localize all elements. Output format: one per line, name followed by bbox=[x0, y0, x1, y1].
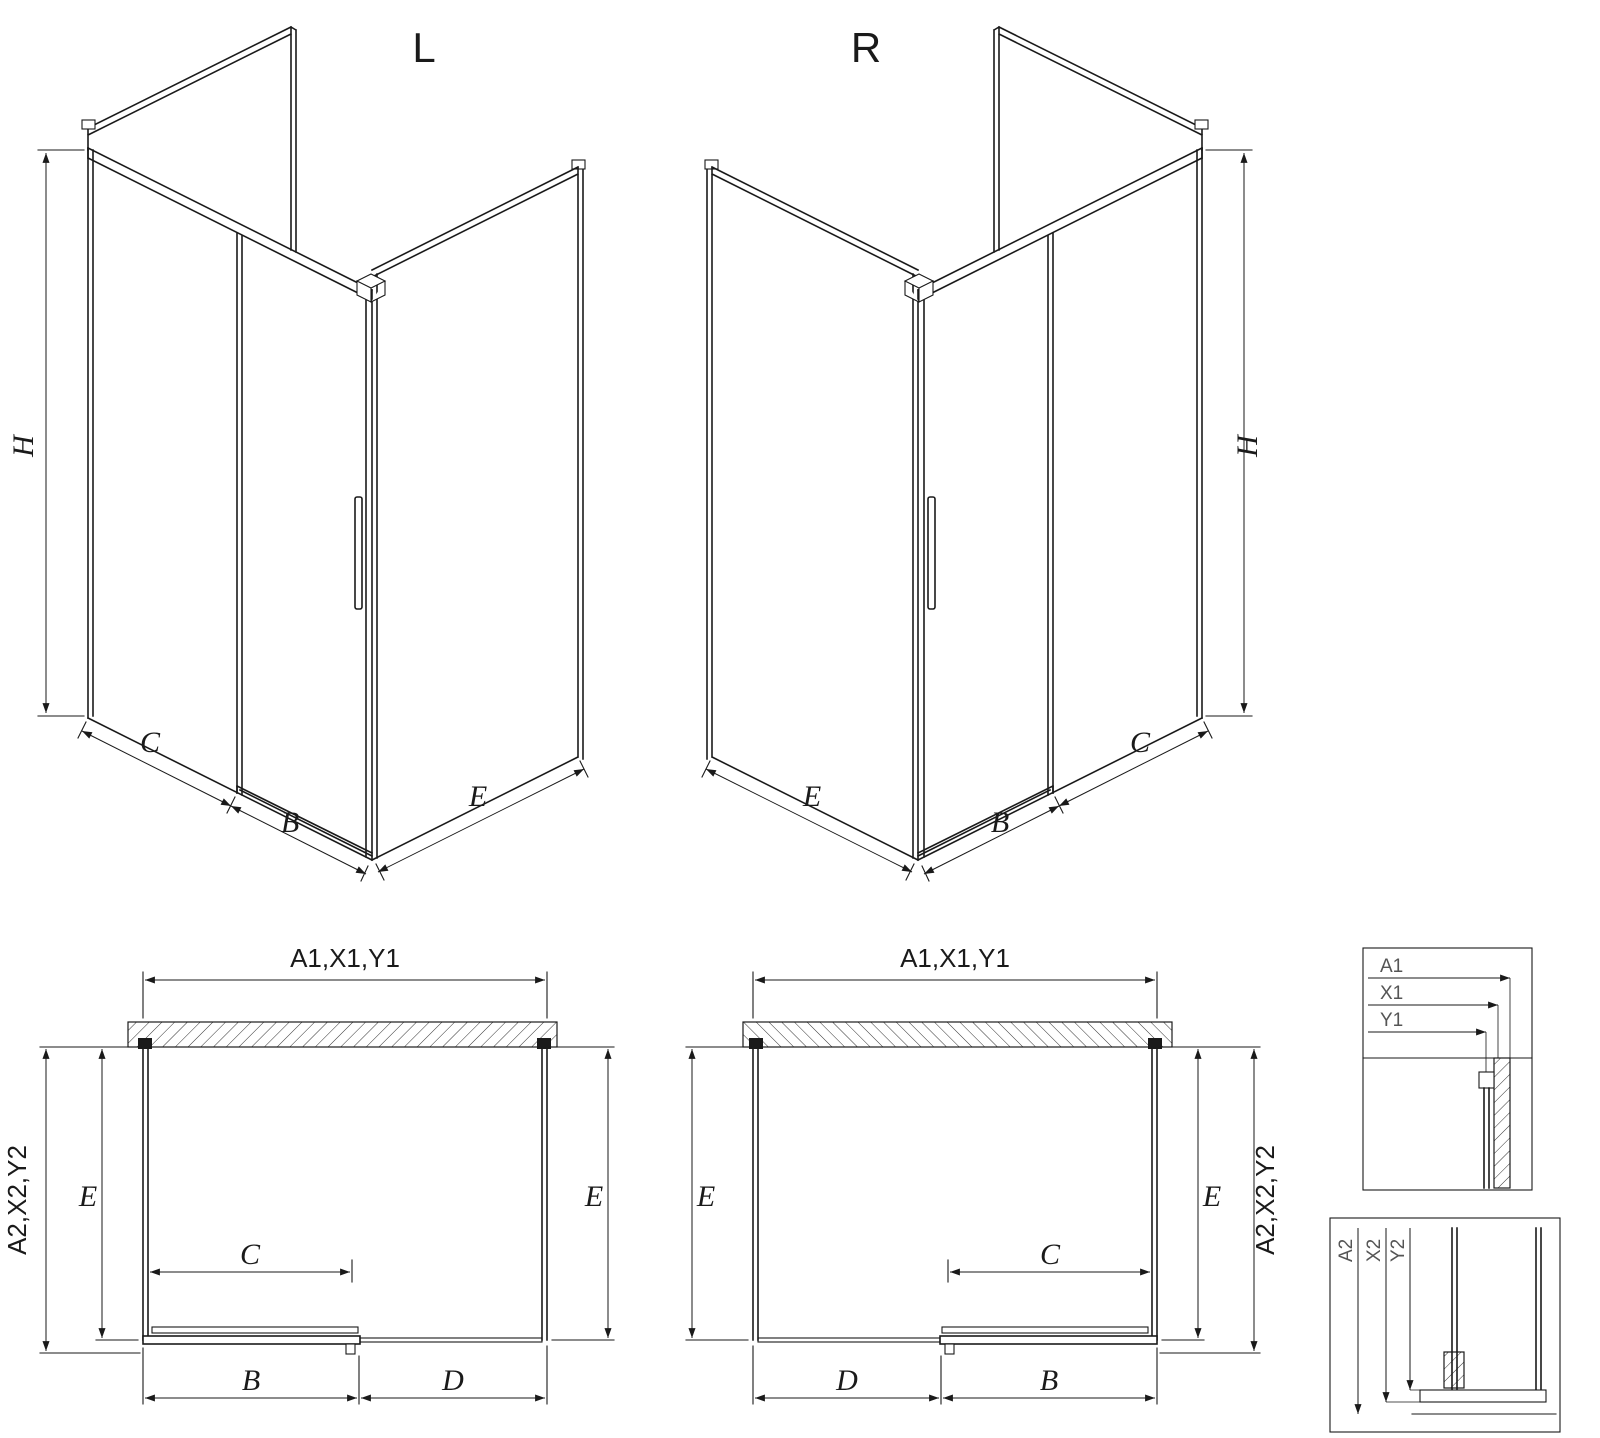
dim-label-e-inner: E bbox=[78, 1180, 97, 1213]
corner-bracket bbox=[355, 273, 387, 303]
extension-lines-h bbox=[37, 149, 85, 717]
dim-label-e-outer: E bbox=[1202, 1180, 1221, 1213]
detail-label-x2: X2 bbox=[1364, 1239, 1385, 1262]
dim-label-h: H bbox=[1231, 433, 1264, 458]
dim-label-a2x2y2: A2,X2,Y2 bbox=[1250, 1145, 1280, 1255]
dimension-line-b bbox=[230, 805, 367, 875]
detail-label-a1: A1 bbox=[1380, 956, 1403, 977]
detail-frame bbox=[1362, 947, 1533, 1191]
fixed-panel-edge bbox=[87, 147, 94, 719]
dim-label-a1x1y1: A1,X1,Y1 bbox=[290, 943, 400, 973]
dim-label-a1x1y1: A1,X1,Y1 bbox=[900, 943, 1010, 973]
detail-reference-lines bbox=[1485, 978, 1511, 1072]
detail-view-bottom: A2 X2 Y2 bbox=[1329, 1217, 1561, 1433]
wall-hatched-section bbox=[127, 1021, 558, 1048]
wall-profile bbox=[537, 1038, 551, 1049]
iso-view-left-labels: L H C B E bbox=[7, 24, 487, 839]
detail-view-top: A1 X1 Y1 bbox=[1362, 947, 1533, 1191]
dim-label-c: C bbox=[1130, 726, 1151, 759]
extension-lines-bd bbox=[142, 1345, 548, 1405]
side-glass-panels-plan bbox=[142, 1046, 548, 1341]
dim-label-c: C bbox=[1040, 1238, 1061, 1271]
detail-label-y2: Y2 bbox=[1388, 1239, 1409, 1262]
wall-profile-cap bbox=[81, 119, 96, 130]
plan-view-right: A1,X1,Y1 A2,X2,Y2 E E C D B bbox=[686, 943, 1280, 1404]
dimension-line-e bbox=[377, 768, 585, 873]
detail-frame bbox=[1329, 1217, 1561, 1433]
detail-glass-panel bbox=[1483, 1087, 1490, 1189]
detail-wall-profile bbox=[1478, 1071, 1495, 1089]
dim-label-e-inner: E bbox=[696, 1180, 715, 1213]
iso-view-right: R H C B E bbox=[702, 24, 1264, 881]
dim-label-b: B bbox=[1040, 1364, 1058, 1397]
wall-profile bbox=[138, 1038, 152, 1049]
extension-lines-e-outer bbox=[551, 1046, 615, 1341]
side-return-panel bbox=[370, 165, 584, 862]
detail-label-a2: A2 bbox=[1336, 1239, 1357, 1262]
version-label-right: R bbox=[851, 24, 881, 71]
detail-label-y1: Y1 bbox=[1380, 1010, 1403, 1031]
dim-label-h: H bbox=[7, 433, 40, 458]
dim-label-e-outer: E bbox=[584, 1180, 603, 1213]
fixed-front-panel-plan bbox=[359, 1337, 543, 1343]
door-rail-plan bbox=[142, 1335, 361, 1345]
dim-label-b: B bbox=[242, 1364, 260, 1397]
extension-lines-e-inner bbox=[95, 1046, 139, 1341]
plan-view-left-labels: A1,X1,Y1 A2,X2,Y2 E E C B D bbox=[2, 943, 603, 1397]
detail-guide-block bbox=[1443, 1351, 1465, 1389]
dimension-line-c bbox=[81, 730, 232, 807]
detail-bottom-rail bbox=[1419, 1389, 1547, 1403]
dim-label-c: C bbox=[240, 1238, 261, 1271]
plan-geometry bbox=[39, 971, 615, 1405]
door-handle bbox=[354, 496, 363, 610]
dim-label-c: C bbox=[140, 726, 161, 759]
detail-glass-panels bbox=[1451, 1227, 1542, 1391]
detail-label-x1: X1 bbox=[1380, 983, 1403, 1004]
extension-lines-a1 bbox=[142, 971, 548, 1019]
bottom-edge bbox=[86, 716, 374, 862]
rear-side-glass-panel bbox=[86, 25, 298, 253]
dim-label-d: D bbox=[835, 1364, 858, 1397]
dim-label-e: E bbox=[468, 780, 487, 813]
door-glass-plan bbox=[151, 1326, 359, 1334]
dim-label-b: B bbox=[991, 806, 1009, 839]
extension-lines-a2 bbox=[39, 1046, 141, 1354]
bottom-rail bbox=[235, 784, 374, 858]
dim-label-a2x2y2: A2,X2,Y2 bbox=[2, 1145, 32, 1255]
sliding-door-edge bbox=[236, 232, 243, 796]
door-handle-plan bbox=[345, 1343, 356, 1355]
detail-wall-section bbox=[1493, 1057, 1511, 1189]
dim-label-e: E bbox=[802, 780, 821, 813]
top-rail bbox=[86, 146, 374, 302]
iso-enclosure-geometry bbox=[37, 25, 589, 882]
version-label-left: L bbox=[412, 24, 435, 71]
dim-label-b: B bbox=[281, 806, 299, 839]
corner-post bbox=[365, 273, 378, 861]
dim-label-d: D bbox=[441, 1364, 464, 1397]
